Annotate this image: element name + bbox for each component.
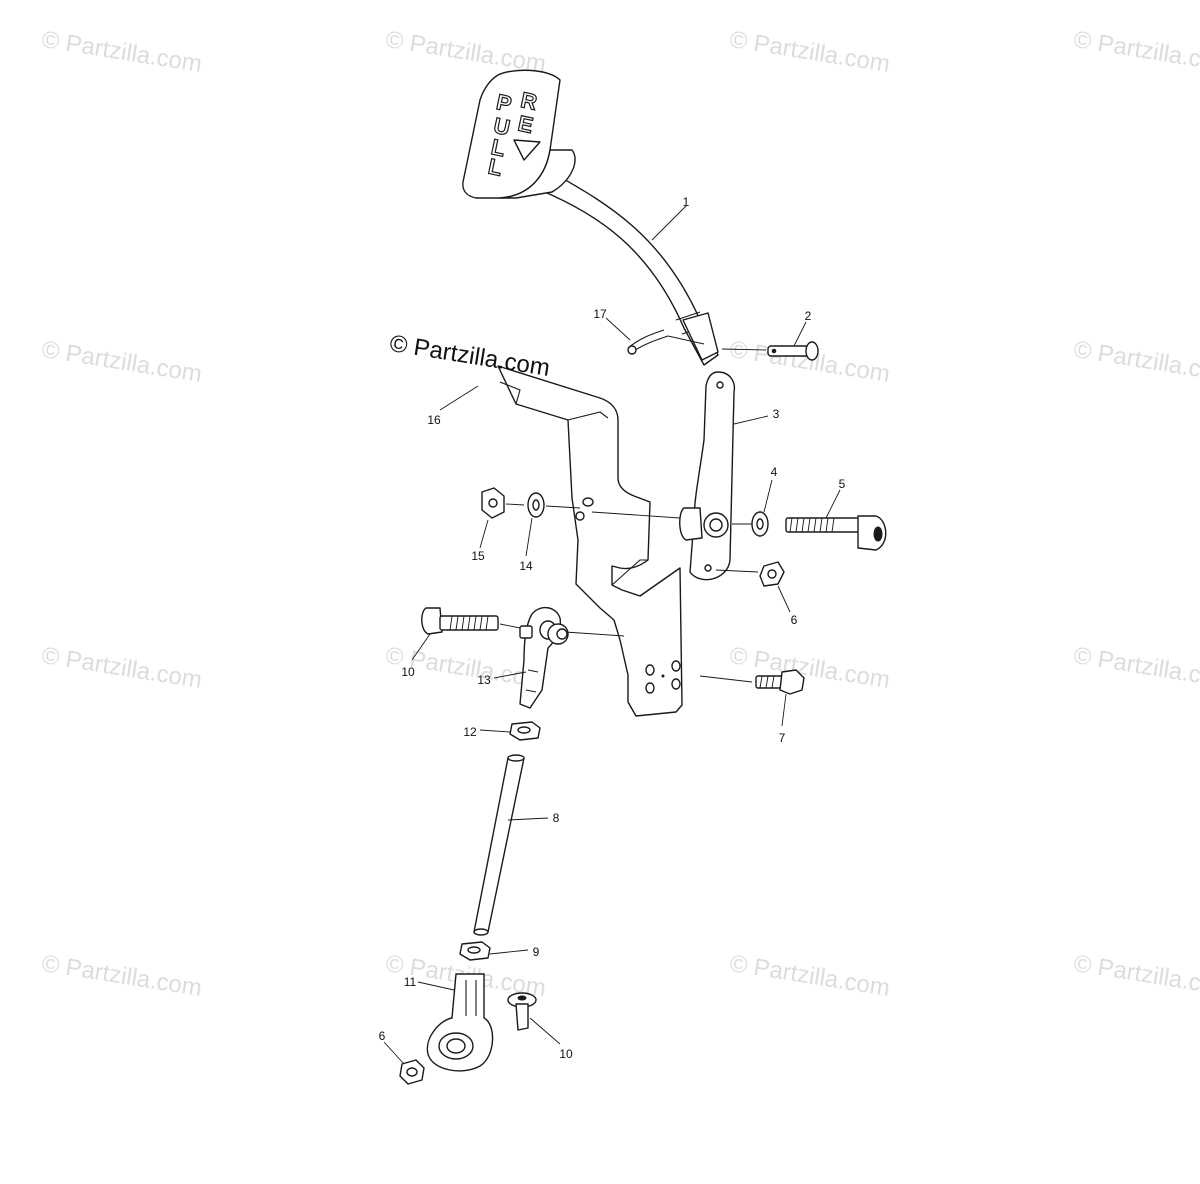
callout-10: 10 xyxy=(559,1047,573,1061)
cap-screw xyxy=(785,515,887,551)
svg-text:L: L xyxy=(489,134,507,161)
reverse-lever: P U L L R E xyxy=(462,69,719,366)
callout-10: 10 xyxy=(401,665,415,679)
hex-screw xyxy=(699,669,805,695)
callout-8: 8 xyxy=(552,811,560,825)
callout-12: 12 xyxy=(463,725,477,739)
svg-text:L: L xyxy=(486,154,504,181)
rod-end-eye xyxy=(426,973,494,1072)
callout-13: 13 xyxy=(477,673,491,687)
callout-17: 17 xyxy=(593,307,607,321)
callout-7: 7 xyxy=(778,731,786,745)
svg-text:R: R xyxy=(519,87,540,115)
callout-6: 6 xyxy=(790,613,798,627)
callout-15: 15 xyxy=(471,549,485,563)
flat-washer xyxy=(527,492,581,518)
ball-joint-rod-end xyxy=(519,607,569,709)
leader-lines xyxy=(383,205,841,1065)
callout-9: 9 xyxy=(532,945,540,959)
flange-bolt xyxy=(421,607,521,635)
svg-text:U: U xyxy=(491,113,512,141)
flange-bolt xyxy=(507,992,537,1031)
jam-nut xyxy=(459,941,491,961)
callout-3: 3 xyxy=(772,407,780,421)
callout-16: 16 xyxy=(427,413,441,427)
callout-5: 5 xyxy=(838,477,846,491)
hex-nut xyxy=(481,487,525,519)
callout-1: 1 xyxy=(682,195,690,209)
svg-text:E: E xyxy=(516,111,536,139)
svg-text:P: P xyxy=(494,89,514,117)
hex-nut xyxy=(715,561,785,587)
hex-nut xyxy=(399,1059,425,1085)
hitch-pin-clip xyxy=(627,329,705,355)
callout-4: 4 xyxy=(770,465,778,479)
lock-washer xyxy=(732,511,769,537)
callout-2: 2 xyxy=(804,309,812,323)
callout-6: 6 xyxy=(378,1029,386,1043)
callout-14: 14 xyxy=(519,559,533,573)
link-arm xyxy=(679,371,736,581)
tie-rod xyxy=(473,754,525,936)
mounting-bracket xyxy=(497,365,683,717)
jam-nut xyxy=(509,721,541,741)
callout-11: 11 xyxy=(403,975,417,989)
clevis-pin xyxy=(721,341,819,361)
